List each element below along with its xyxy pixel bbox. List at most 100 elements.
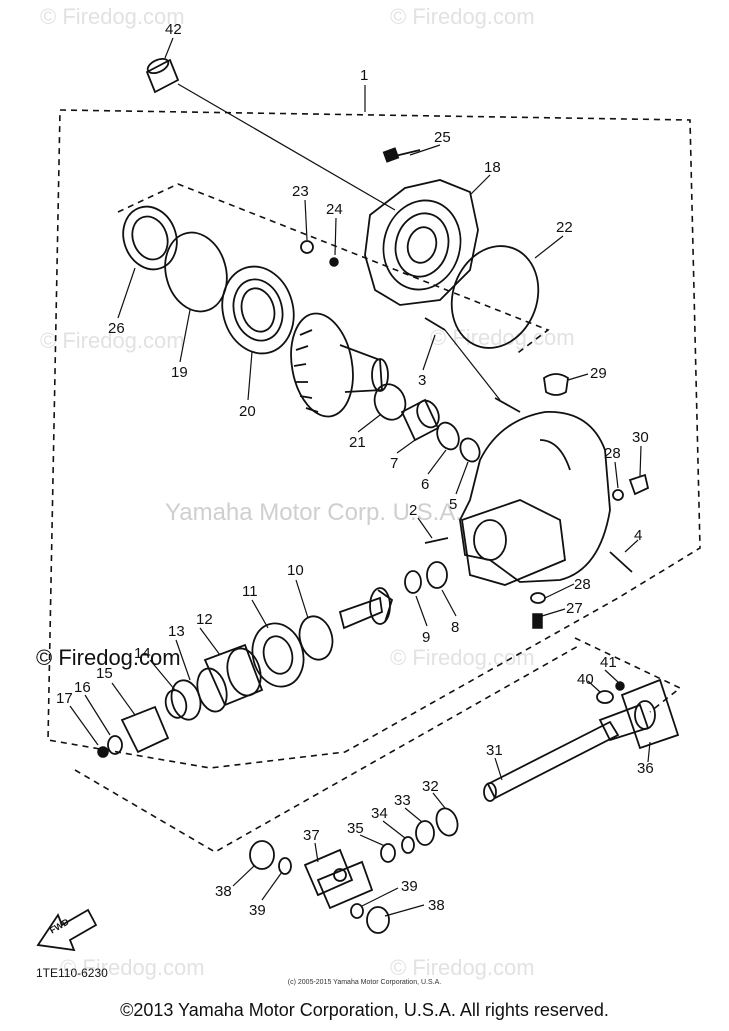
callout-1: 1 (360, 67, 368, 84)
callout-15: 15 (96, 665, 113, 682)
ring-39-shape (278, 857, 292, 875)
shim-21-shape (373, 383, 407, 421)
callout-5: 5 (449, 496, 457, 513)
callout-14: 14 (134, 645, 151, 662)
callout-42: 42 (165, 21, 182, 38)
callout-20: 20 (239, 403, 256, 420)
callout-41: 41 (600, 654, 617, 671)
callout-12: 12 (196, 611, 213, 628)
small-copyright: (c) 2005-2015 Yamaha Motor Corporation, … (287, 979, 442, 986)
copyright-notice: ©2013 Yamaha Motor Corporation, U.S.A. A… (120, 1000, 609, 1020)
bearing-20-shape (221, 265, 295, 355)
upper-parts-group (122, 57, 650, 629)
boot-15-shape (120, 705, 170, 754)
watermark-text: © Firedog.com (390, 4, 535, 29)
callout-38: 38 (215, 883, 232, 900)
callout-33: 33 (394, 792, 411, 809)
stud-4-shape (609, 551, 633, 573)
callout-leaders (69, 37, 651, 917)
callout-26: 26 (108, 320, 125, 337)
callout-29: 29 (590, 365, 607, 382)
stud-3b-shape (494, 397, 521, 413)
diagram-code: 1TE110-6230 (36, 966, 108, 980)
washer-33-shape (415, 820, 435, 846)
cap-29-shape (543, 373, 569, 396)
callout-19: 19 (171, 364, 188, 381)
ring-13-shape (164, 689, 188, 719)
coupling-12-shape (196, 643, 264, 713)
ring-gear-shape (290, 312, 389, 418)
plug-27-shape (532, 613, 543, 629)
callout-32: 32 (422, 778, 439, 795)
bearing-11-shape (251, 622, 305, 688)
watermark-text: © Firedog.com (60, 955, 205, 980)
nut-17-shape (97, 746, 109, 758)
callout-39b: 39 (401, 878, 418, 895)
washer-40-shape (596, 690, 614, 704)
washer-28-shape (612, 489, 624, 501)
callout-11: 11 (242, 583, 258, 600)
callout-27: 27 (566, 600, 583, 617)
callout-34: 34 (371, 805, 388, 822)
watermark-text: © Firedog.com (390, 955, 535, 980)
stud-3-shape (424, 317, 446, 331)
washer-34-shape (401, 836, 415, 854)
callout-37: 37 (303, 827, 320, 844)
callout-25: 25 (434, 129, 451, 146)
housing-cover-18-shape (364, 179, 479, 306)
collar-6-shape (436, 421, 460, 451)
firedog-label: © Firedog.com (36, 645, 181, 670)
nut-41-shape (615, 681, 625, 691)
nut-23-shape (300, 240, 314, 254)
callout-21: 21 (349, 434, 366, 451)
callout-3: 3 (418, 372, 426, 389)
bearing-8-shape (426, 561, 448, 589)
seal-5-shape (459, 437, 481, 463)
callout-38b: 38 (428, 897, 445, 914)
callout-7: 7 (390, 455, 398, 472)
callout-30: 30 (632, 429, 649, 446)
callout-22: 22 (556, 219, 573, 236)
housing-36-shape (620, 678, 680, 750)
seal-26-shape (122, 205, 178, 271)
callout-18: 18 (484, 159, 501, 176)
callout-36: 36 (637, 760, 654, 777)
cap-38b-shape (366, 906, 390, 934)
gear-case-shape (459, 411, 611, 586)
callout-24: 24 (326, 201, 343, 218)
circlip-19-shape (164, 231, 228, 313)
assembly-outline (47, 85, 701, 853)
callout-2: 2 (409, 502, 417, 519)
watermark-text: © Firedog.com (40, 328, 185, 353)
ring-39b-shape (350, 903, 364, 919)
seal-10-shape (298, 615, 334, 661)
callout-16: 16 (74, 679, 91, 696)
watermark-layer: © Firedog.com © Firedog.com © Firedog.co… (40, 4, 575, 980)
callout-9: 9 (422, 629, 430, 646)
callout-39: 39 (249, 902, 266, 919)
bushing-32-shape (435, 807, 459, 837)
lower-parts-group (249, 678, 680, 934)
ring-35-shape (380, 843, 396, 863)
callout-4: 4 (634, 527, 642, 544)
callout-8: 8 (451, 619, 459, 636)
washer-9-shape (404, 570, 422, 594)
callout-40: 40 (577, 671, 594, 688)
watermark-center-text: Yamaha Motor Corp. U.S.A. (165, 499, 462, 526)
pin-24-shape (329, 257, 339, 267)
middle-parts-group (97, 561, 448, 758)
fwd-arrow-icon (36, 908, 98, 952)
ring-14-shape (170, 679, 202, 721)
watermark-text: © Firedog.com (40, 4, 185, 29)
washer-28b-shape (530, 592, 546, 604)
drive-shaft-31-shape (483, 703, 650, 802)
callout-31: 31 (486, 742, 503, 759)
callout-10: 10 (287, 562, 304, 579)
watermark-text: © Firedog.com (390, 645, 535, 670)
bolt-25-shape (382, 147, 421, 163)
callout-35: 35 (347, 820, 364, 837)
callout-numbers: 42 1 25 18 23 24 22 26 19 20 3 29 21 7 6… (56, 21, 654, 919)
bolt-30-shape (628, 473, 650, 496)
